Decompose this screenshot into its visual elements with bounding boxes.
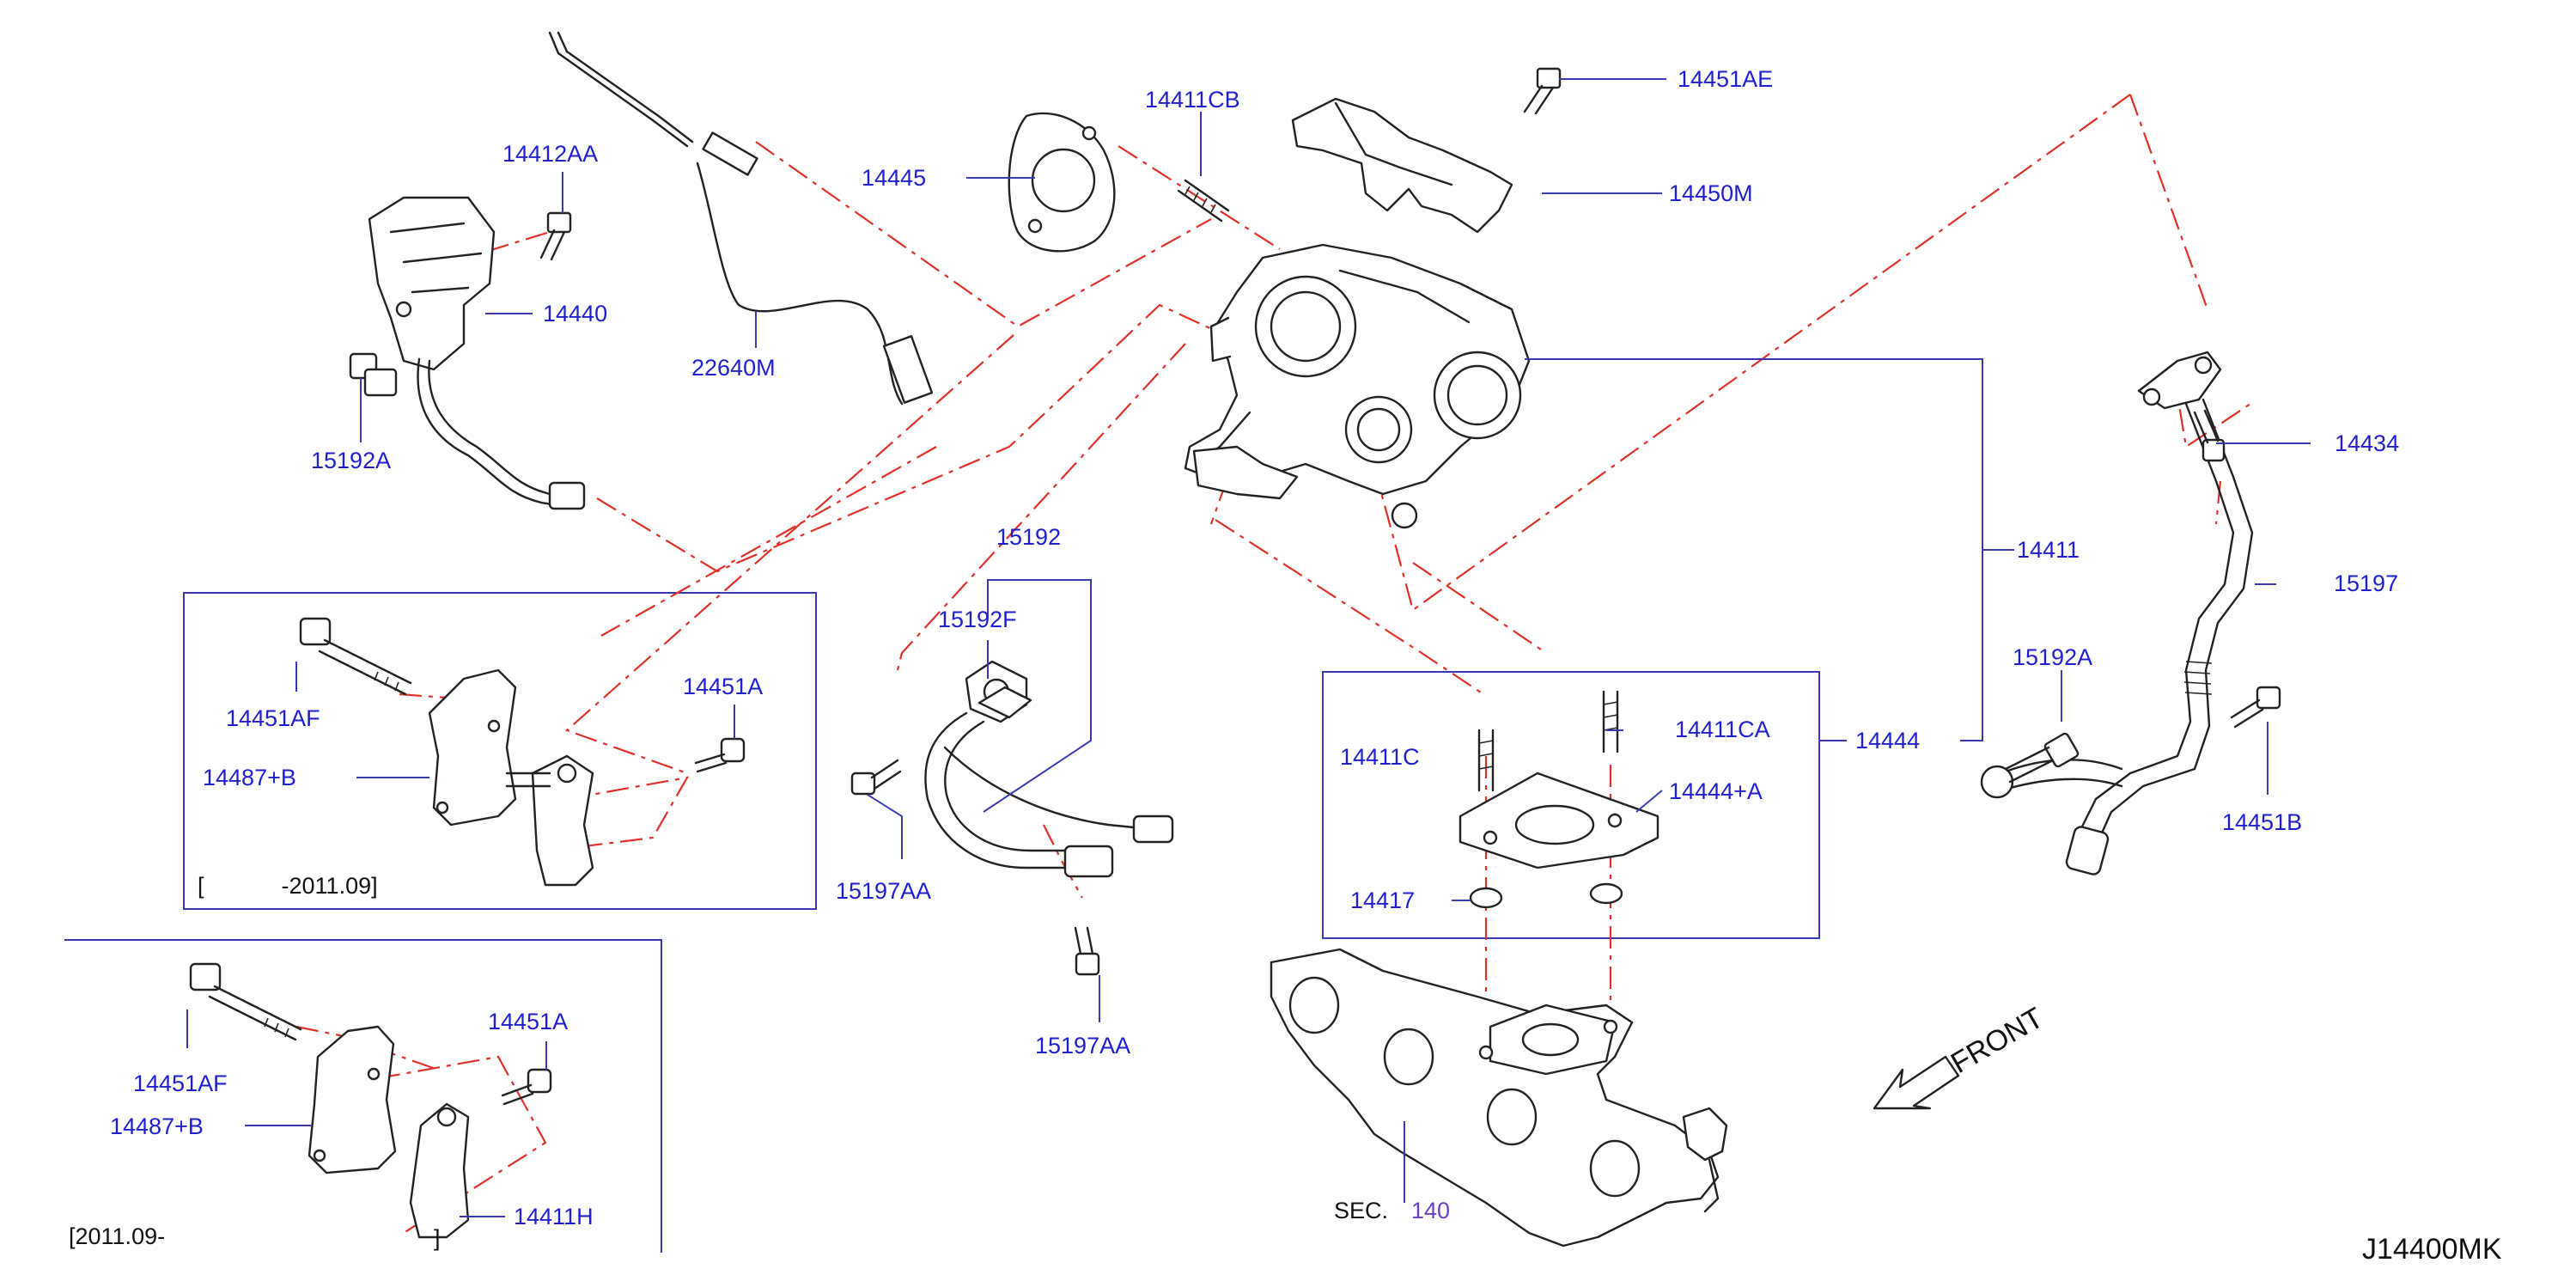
front-arrow-icon [1873,1055,1960,1110]
label-14434: 14434 [2335,430,2399,456]
bolt-15197aa-left [850,759,902,796]
label-14451a-upper: 14451A [683,674,763,699]
label-14411ca: 14411CA [1675,717,1770,742]
detail-box-upper-bracket [183,592,817,910]
label-15197: 15197 [2334,570,2398,596]
oil-feed-pipe-15192 [924,660,1174,878]
banjo-bolt-15192a-left [349,352,398,397]
label-14451af-lower: 14451AF [133,1071,228,1096]
bolt-14434 [2193,409,2226,462]
label-14451af-upper: 14451AF [226,705,320,731]
bolt-15197aa-lower [1074,926,1100,976]
label-22640m: 22640M [691,355,776,381]
stud-14411cb [1177,179,1230,223]
label-14444a: 14444+A [1669,778,1763,804]
turbocharger-14411 [1184,243,1531,529]
label-14445: 14445 [862,165,926,191]
bolt-14451b [2230,686,2281,729]
leader-lines [186,78,2311,1217]
front-label: FRONT [1946,1001,2049,1079]
label-14450m: 14450M [1669,180,1753,206]
exhaust-manifold-sec140 [1270,948,1728,1248]
label-14412aa: 14412AA [502,141,598,167]
label-14451a-lower: 14451A [488,1009,568,1034]
diagram-code: J14400MK [2362,1233,2502,1266]
label-15192f: 15192F [938,607,1017,632]
label-14451ae: 14451AE [1678,66,1773,92]
label-14487b-lower: 14487+B [110,1113,204,1139]
heat-shield-14450m [1291,97,1513,234]
detail-box-gasket-studs [1322,671,1820,939]
oil-return-pipe-15197 [1980,351,2254,875]
label-14411c: 14411C [1340,744,1420,770]
actuator-14440 [368,196,586,510]
label-14444: 14444 [1855,728,1920,753]
lower-bracket-parts [189,962,552,1239]
label-15192a-left: 15192A [311,448,391,473]
label-14451b: 14451B [2222,809,2302,835]
section-ref-prefix: SEC. [1334,1198,1388,1223]
section-ref-number: 140 [1411,1198,1450,1223]
label-15197aa-lower: 15197AA [1035,1033,1130,1058]
bolt-14412aa [539,211,572,261]
label-14417: 14417 [1350,888,1415,913]
banjo-bolt-15192a-right [2004,732,2080,784]
label-14411: 14411 [2017,537,2080,563]
detail-box-lower-bracket [64,939,662,1253]
date-note-lower-end: ] [434,1225,441,1251]
gasket-14445 [1008,112,1116,253]
label-14487b-upper: 14487+B [203,765,296,790]
label-14411cb: 14411CB [1145,87,1240,113]
upper-bracket-parts [299,617,746,887]
label-15192: 15192 [996,524,1061,550]
part-labels: 14412AA 14440 15192A 22640M 14445 14411C… [110,66,2399,1229]
temp-sensor-harness-22640m [548,31,934,406]
date-note-lower-start: [2011.09- [69,1223,165,1249]
label-15192a-right: 15192A [2013,644,2092,670]
label-14411h: 14411H [514,1204,594,1229]
bolt-14451ae [1523,67,1562,115]
label-15197aa-left: 15197AA [836,878,931,904]
gasket-box-parts [1459,690,1659,909]
label-14440: 14440 [543,301,607,326]
date-note-upper: [ -2011.09] [198,873,378,899]
